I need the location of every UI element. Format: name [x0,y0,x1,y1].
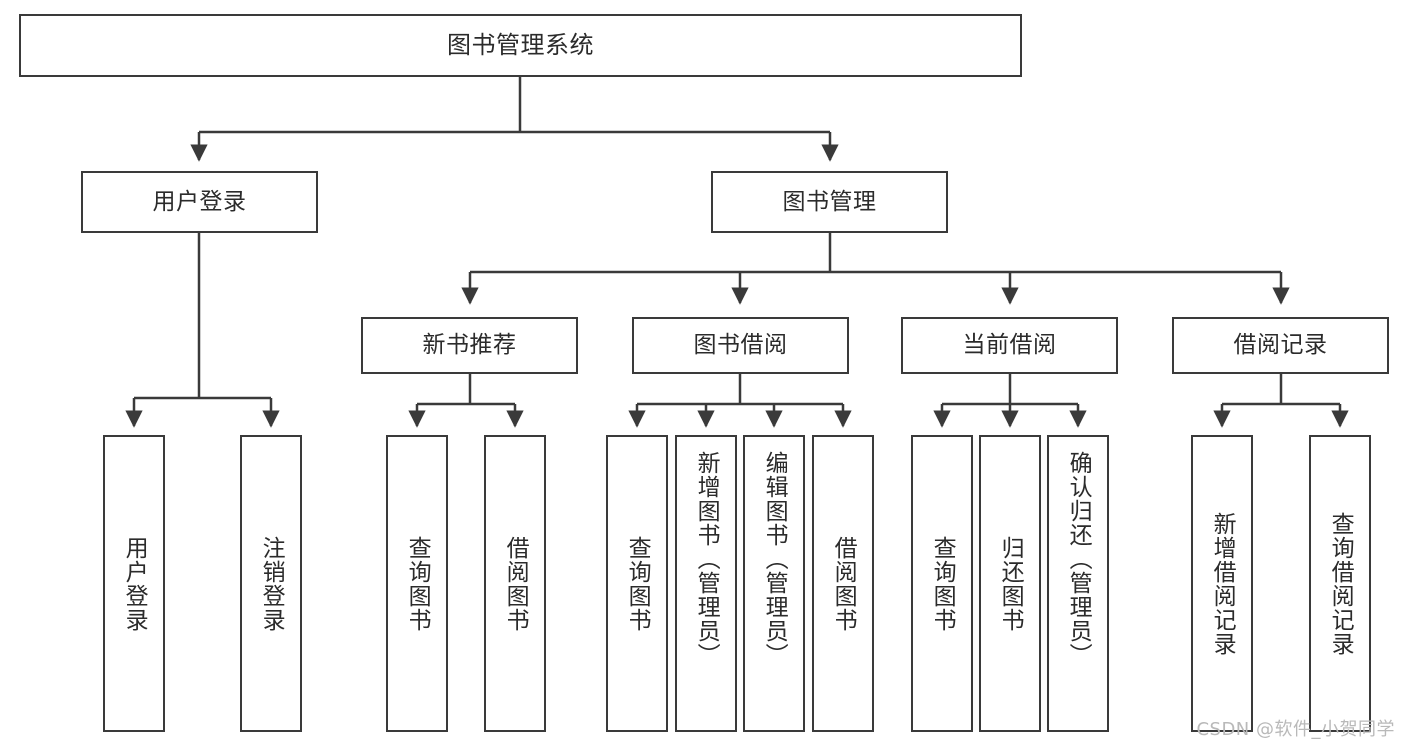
leaf-add-borrow-record[interactable]: 新增借阅记录 [1191,435,1253,732]
leaf-query-book-current[interactable]: 查询图书 [911,435,973,732]
leaf-query-book-recommend[interactable]: 查询图书 [386,435,448,732]
leaf-label: 查询图书 [929,535,956,632]
node-book-manage[interactable]: 图书管理 [711,171,948,233]
watermark-text: CSDN @软件_小贺同学 [1196,719,1395,740]
leaf-label: 查询图书 [404,535,431,632]
leaf-query-book-borrow[interactable]: 查询图书 [606,435,668,732]
leaf-label: 用户登录 [121,535,148,632]
leaf-label: 归还图书 [997,535,1024,632]
node-label: 当前借阅 [962,332,1057,359]
leaf-label: 查询借阅记录 [1327,511,1354,656]
leaf-user-login[interactable]: 用户登录 [103,435,165,732]
node-borrow-record[interactable]: 借阅记录 [1172,317,1389,374]
node-label: 用户登录 [152,188,247,215]
node-label: 新书推荐 [422,332,517,359]
leaf-label: 查询图书 [624,535,651,632]
leaf-confirm-return[interactable]: 确认归还（管理员） [1047,435,1109,732]
leaf-label: 编辑图书（管理员） [761,451,788,667]
node-user-login[interactable]: 用户登录 [81,171,318,233]
leaf-label: 借阅图书 [830,535,857,632]
leaf-label: 新增图书（管理员） [693,451,720,667]
node-current-borrow[interactable]: 当前借阅 [901,317,1118,374]
leaf-edit-book[interactable]: 编辑图书（管理员） [743,435,805,732]
leaf-label: 注销登录 [258,535,285,632]
leaf-borrow-book-recommend[interactable]: 借阅图书 [484,435,546,732]
node-label: 借阅记录 [1233,332,1328,359]
node-root-system[interactable]: 图书管理系统 [19,14,1022,77]
node-new-book-recommend[interactable]: 新书推荐 [361,317,578,374]
leaf-user-logout[interactable]: 注销登录 [240,435,302,732]
node-label: 图书管理 [782,188,877,215]
node-book-borrow[interactable]: 图书借阅 [632,317,849,374]
leaf-borrow-book-borrow[interactable]: 借阅图书 [812,435,874,732]
node-label: 图书管理系统 [447,30,594,59]
node-label: 图书借阅 [693,332,788,359]
leaf-return-book[interactable]: 归还图书 [979,435,1041,732]
leaf-add-book[interactable]: 新增图书（管理员） [675,435,737,732]
leaf-label: 确认归还（管理员） [1065,451,1092,667]
leaf-label: 借阅图书 [502,535,529,632]
leaf-query-borrow-record[interactable]: 查询借阅记录 [1309,435,1371,732]
leaf-label: 新增借阅记录 [1209,511,1236,656]
